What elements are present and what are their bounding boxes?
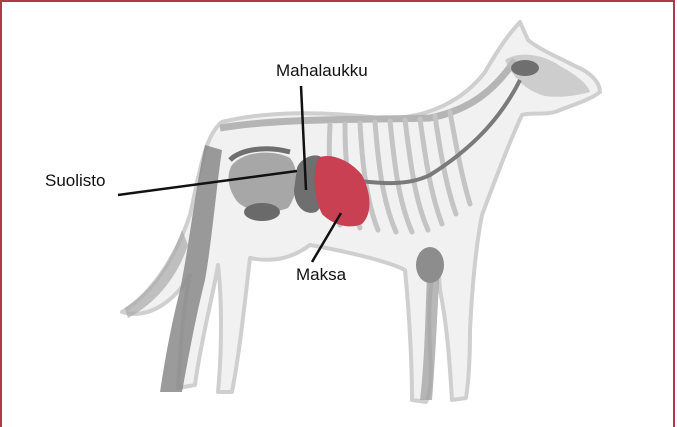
label-intestine: Suolisto — [45, 172, 105, 189]
label-liver: Maksa — [296, 266, 346, 283]
head-organ — [511, 60, 539, 76]
heart — [416, 247, 444, 283]
intestine-shape — [229, 153, 297, 212]
kidney — [244, 203, 280, 221]
label-stomach: Mahalaukku — [276, 62, 368, 79]
